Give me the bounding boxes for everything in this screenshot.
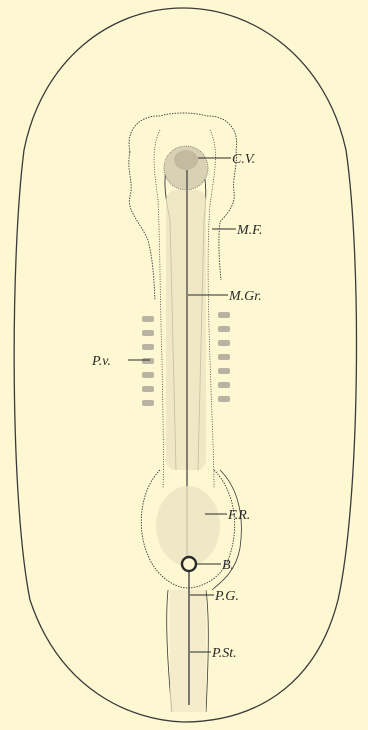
- head-fold-left: [129, 152, 155, 300]
- protovertebrae-left: [142, 316, 154, 406]
- label-b: B.: [222, 558, 234, 573]
- blastopore: [182, 557, 196, 571]
- cerebral-vesicle-inner: [174, 150, 198, 170]
- label-cv: C.V.: [232, 152, 255, 167]
- protovertebrae-right: [218, 312, 230, 402]
- label-pv: P.v.: [91, 354, 111, 369]
- neural-fold-left: [154, 130, 163, 488]
- sinus-fill: [156, 486, 220, 566]
- label-pg: P.G.: [214, 589, 239, 604]
- neural-fold-right: [208, 130, 215, 488]
- label-mgr: M.Gr.: [228, 289, 262, 304]
- neural-groove-band: [166, 190, 206, 470]
- label-pst: P.St.: [211, 646, 237, 661]
- label-mf: M.F.: [236, 223, 262, 238]
- streak-stipple: [170, 590, 206, 712]
- label-fr: F.R.: [227, 508, 250, 523]
